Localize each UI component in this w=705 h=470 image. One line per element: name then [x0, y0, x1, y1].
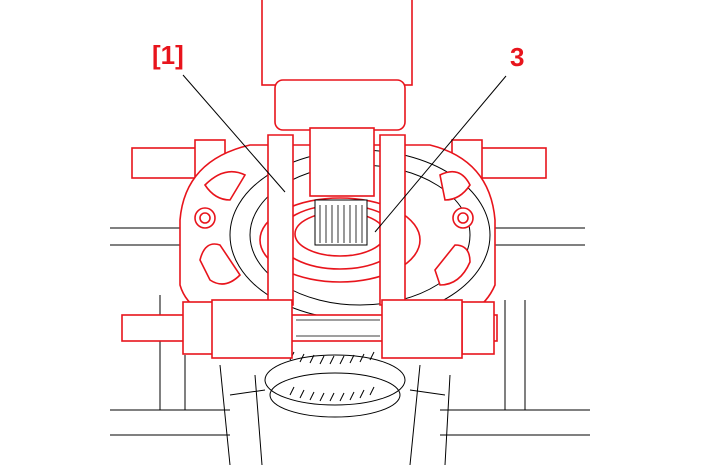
upper-left-bolt	[131, 147, 203, 179]
puller-parts	[121, 0, 547, 359]
upper-right-bolt	[477, 147, 547, 179]
housing-lines	[110, 227, 590, 466]
callout-label-1: [1]	[152, 40, 184, 70]
callout-label-3: 3	[510, 42, 525, 72]
leader-line-1	[182, 74, 286, 193]
lower-left-jaw	[211, 299, 293, 359]
leader-line-3	[374, 75, 507, 233]
press-ram	[261, 0, 413, 86]
lower-right-jaw	[381, 299, 463, 359]
shaft-spline	[314, 199, 368, 246]
press-rod	[309, 127, 375, 197]
